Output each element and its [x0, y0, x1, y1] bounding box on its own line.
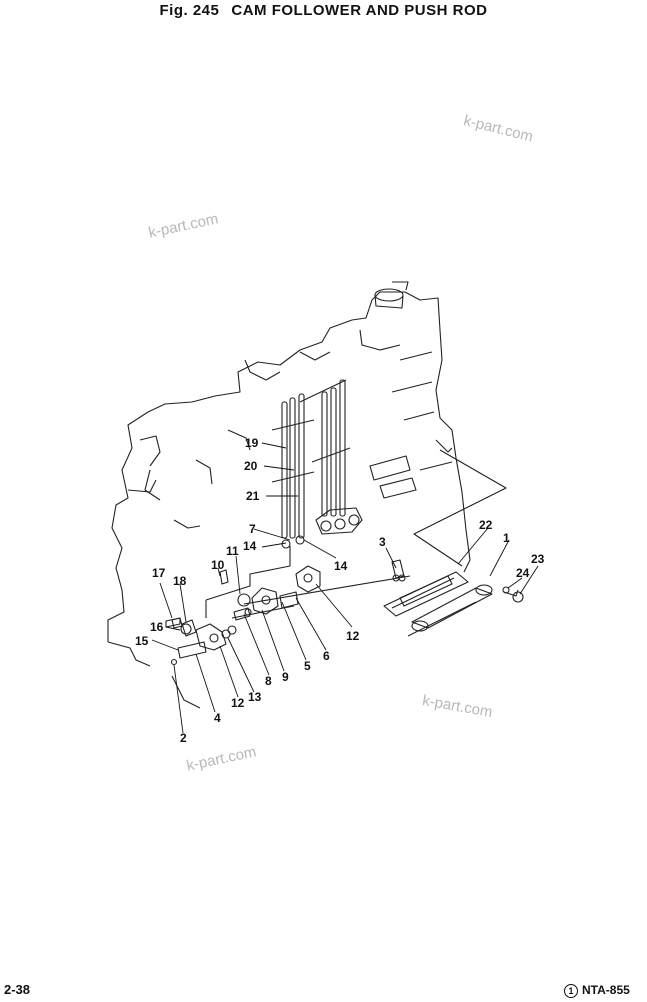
- callout-2: 2: [180, 731, 187, 745]
- cam-follower-lever-right: [295, 565, 321, 593]
- follower-shaft: [243, 575, 411, 605]
- callout-21: 21: [246, 489, 260, 503]
- cam-follower-lever-left: [195, 623, 227, 651]
- callout-6: 6: [323, 649, 330, 663]
- follower-housing: [315, 507, 363, 535]
- callout-1: 1: [503, 531, 510, 545]
- push-rod-group-right: [299, 379, 351, 517]
- callout-14-right: 14: [334, 559, 348, 573]
- callout-12-right: 12: [346, 629, 360, 643]
- callout-13: 13: [248, 690, 262, 704]
- revision-circle-icon: 1: [564, 984, 578, 998]
- callout-3: 3: [379, 535, 386, 549]
- page-number: 2-38: [4, 982, 31, 997]
- callout-17: 17: [152, 566, 166, 580]
- callout-16: 16: [150, 620, 164, 634]
- callout-4: 4: [214, 711, 221, 725]
- cam-follower-lever-middle: [251, 587, 279, 615]
- figure-title: Fig. 245 CAM FOLLOWER AND PUSH ROD: [0, 2, 647, 19]
- model-designation: 1 NTA-855: [564, 983, 630, 998]
- cover-cylinder: [411, 587, 493, 629]
- callout-7: 7: [249, 522, 256, 536]
- callout-8: 8: [265, 674, 272, 688]
- callout-15: 15: [135, 634, 149, 648]
- callout-10: 10: [211, 558, 225, 572]
- callout-19: 19: [245, 436, 259, 450]
- callout-14-left: 14: [243, 539, 257, 553]
- callout-24: 24: [516, 566, 530, 580]
- figure-number: Fig. 245: [159, 2, 220, 19]
- callout-11: 11: [226, 544, 239, 558]
- cover-plate-projection: [413, 449, 507, 567]
- callout-20: 20: [244, 459, 258, 473]
- callout-22: 22: [479, 518, 493, 532]
- figure-caption: CAM FOLLOWER AND PUSH ROD: [231, 2, 488, 19]
- callout-5: 5: [304, 659, 311, 673]
- model-code: NTA-855: [582, 983, 630, 997]
- callout-9: 9: [282, 670, 289, 684]
- leader-lines: [151, 442, 539, 734]
- callout-23: 23: [531, 552, 545, 566]
- callout-12-left: 12: [231, 696, 245, 710]
- engine-block-outline: [107, 291, 471, 642]
- push-rod-group-left: [271, 393, 315, 539]
- callout-18: 18: [173, 574, 187, 588]
